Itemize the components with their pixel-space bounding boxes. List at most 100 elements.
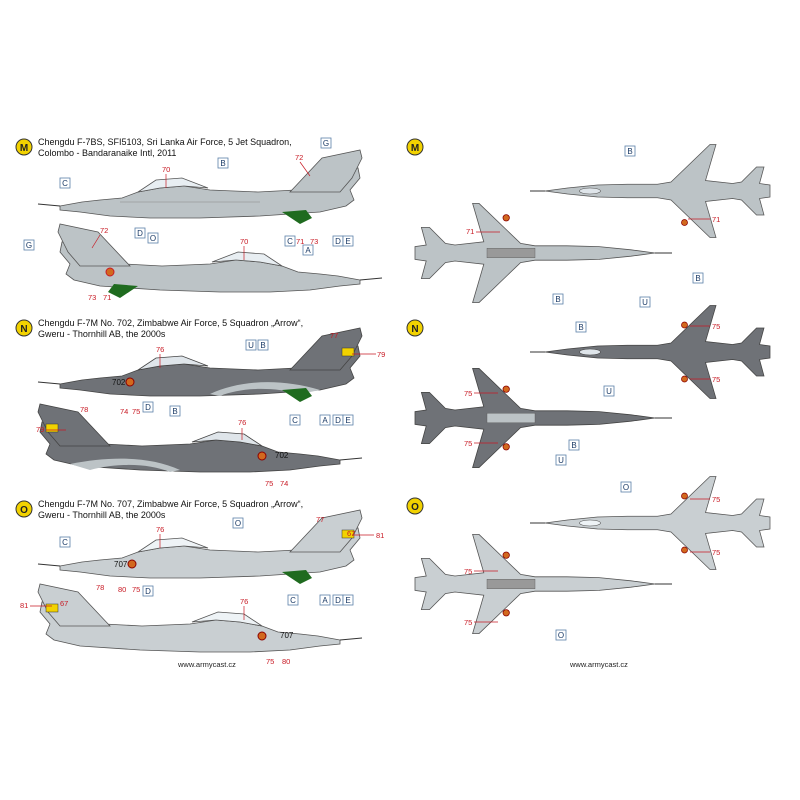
profile-o-labels: O C D C A D E 76 77 81 67 80 75 81 67 78 — [20, 515, 384, 666]
svg-text:76: 76 — [156, 525, 164, 534]
svg-text:75: 75 — [265, 479, 273, 488]
svg-text:A: A — [305, 246, 311, 255]
svg-text:O: O — [20, 505, 28, 516]
svg-text:D: D — [137, 229, 143, 238]
profile-o-caption: Chengdu F-7M No. 707, Zimbabwe Air Force… — [38, 499, 303, 521]
svg-text:C: C — [62, 538, 68, 547]
svg-text:O: O — [411, 502, 419, 513]
plan-n-top-view — [544, 305, 771, 399]
svg-text:B: B — [172, 407, 177, 416]
svg-text:U: U — [606, 387, 612, 396]
svg-text:74: 74 — [120, 407, 128, 416]
svg-text:78: 78 — [80, 405, 88, 414]
svg-text:79: 79 — [36, 425, 44, 434]
plan-m-badge: M — [406, 138, 424, 156]
svg-text:70: 70 — [162, 165, 170, 174]
svg-text:75: 75 — [712, 548, 720, 557]
svg-text:81: 81 — [20, 601, 28, 610]
profile-o-left-serial: 707 — [280, 631, 294, 640]
svg-text:75: 75 — [132, 585, 140, 594]
svg-text:67: 67 — [347, 529, 355, 538]
svg-text:77: 77 — [330, 331, 338, 340]
svg-text:75: 75 — [464, 567, 472, 576]
profile-n-badge: N — [15, 319, 33, 337]
svg-text:75: 75 — [464, 618, 472, 627]
profile-o-caption-line1: Chengdu F-7M No. 707, Zimbabwe Air Force… — [38, 499, 304, 509]
svg-text:76: 76 — [238, 418, 246, 427]
profile-m-caption-line2: Colombo - Bandaranaike Intl, 2011 — [38, 148, 177, 158]
svg-text:N: N — [411, 324, 418, 335]
svg-text:E: E — [345, 596, 350, 605]
profile-n-aircraft-right: 702 — [37, 327, 363, 402]
svg-text:75: 75 — [464, 439, 472, 448]
profile-m-caption-line1: Chengdu F-7BS, SFI5103, Sri Lanka Air Fo… — [38, 137, 292, 147]
svg-text:707: 707 — [114, 560, 128, 569]
plan-o-top-view — [544, 476, 771, 570]
profile-n-left-serial: 702 — [275, 451, 289, 460]
svg-text:U: U — [642, 298, 648, 307]
profile-m-caption: Chengdu F-7BS, SFI5103, Sri Lanka Air Fo… — [38, 137, 292, 159]
svg-text:72: 72 — [295, 153, 303, 162]
svg-text:M: M — [411, 143, 419, 154]
svg-text:71: 71 — [466, 227, 474, 236]
profile-n-caption-line1: Chengdu F-7M No. 702, Zimbabwe Air Force… — [38, 318, 304, 328]
svg-text:75: 75 — [712, 375, 720, 384]
svg-text:N: N — [20, 324, 27, 335]
profile-n-caption-line2: Gweru - Thornhill AB, the 2000s — [38, 329, 166, 339]
svg-text:B: B — [571, 441, 576, 450]
profile-m-aircraft-left — [57, 223, 383, 298]
footer-url-left[interactable]: www.armycast.cz — [178, 660, 236, 669]
svg-text:O: O — [235, 519, 241, 528]
plan-o-badge: O — [406, 497, 424, 515]
plan-n-underside-view — [414, 367, 656, 469]
svg-text:71: 71 — [712, 215, 720, 224]
svg-text:U: U — [558, 456, 564, 465]
svg-text:B: B — [555, 295, 560, 304]
svg-text:B: B — [220, 159, 225, 168]
svg-text:80: 80 — [282, 657, 290, 666]
svg-text:D: D — [335, 416, 341, 425]
svg-text:O: O — [623, 483, 629, 492]
svg-text:O: O — [558, 631, 564, 640]
profile-n-caption: Chengdu F-7M No. 702, Zimbabwe Air Force… — [38, 318, 303, 340]
svg-text:76: 76 — [156, 345, 164, 354]
svg-text:D: D — [145, 403, 151, 412]
svg-text:C: C — [287, 237, 293, 246]
svg-text:81: 81 — [376, 531, 384, 540]
svg-text:67: 67 — [60, 599, 68, 608]
svg-text:75: 75 — [712, 495, 720, 504]
profile-m-labels: B C G D O C A D E G 70 72 71 73 72 — [23, 137, 354, 302]
profile-m-aircraft-right — [37, 149, 363, 224]
svg-text:B: B — [695, 274, 700, 283]
profile-o-badge: O — [15, 500, 33, 518]
svg-text:M: M — [20, 143, 28, 154]
svg-text:71: 71 — [296, 237, 304, 246]
profile-o-aircraft-left — [37, 583, 363, 653]
svg-text:75: 75 — [464, 389, 472, 398]
svg-text:79: 79 — [377, 350, 385, 359]
svg-text:D: D — [335, 237, 341, 246]
svg-text:E: E — [345, 237, 350, 246]
svg-text:A: A — [322, 416, 328, 425]
svg-text:C: C — [292, 416, 298, 425]
svg-text:72: 72 — [100, 226, 108, 235]
footer-url-right[interactable]: www.armycast.cz — [570, 660, 628, 669]
svg-text:B: B — [627, 147, 632, 156]
svg-text:G: G — [323, 139, 329, 148]
svg-text:73: 73 — [88, 293, 96, 302]
plan-m-underside-view — [414, 202, 656, 304]
svg-text:702: 702 — [112, 378, 126, 387]
profile-n-labels: U B B D C A D E 76 77 79 74 75 79 78 7 — [36, 331, 385, 488]
svg-text:O: O — [150, 234, 156, 243]
svg-text:74: 74 — [280, 479, 288, 488]
svg-text:80: 80 — [118, 585, 126, 594]
svg-text:73: 73 — [310, 237, 318, 246]
svg-text:G: G — [26, 241, 32, 250]
svg-text:71: 71 — [103, 293, 111, 302]
svg-text:70: 70 — [240, 237, 248, 246]
svg-text:75: 75 — [712, 322, 720, 331]
svg-text:77: 77 — [316, 515, 324, 524]
svg-text:B: B — [260, 341, 265, 350]
